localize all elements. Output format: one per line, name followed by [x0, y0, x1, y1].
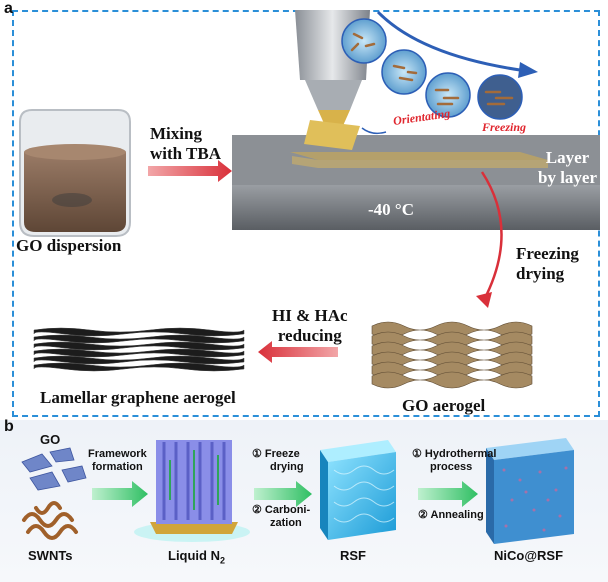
temperature-label: -40 °C [368, 200, 414, 219]
mixing-label: Mixing with TBA [150, 124, 221, 164]
panel-b-label: b [4, 418, 14, 435]
go-label: GO [40, 432, 61, 447]
step1-line2: drying [270, 461, 304, 473]
go-aerogel-label: GO aerogel [402, 396, 486, 415]
orientation-trajectory-arrow [376, 10, 521, 72]
panel-a-label: a [4, 0, 13, 17]
framework-line1: Framework [88, 448, 147, 460]
layer-by-layer-label: Layer by layer [538, 148, 597, 188]
layer-line2: by layer [538, 168, 598, 187]
reducing-label: HI & HAc reducing [272, 306, 348, 346]
lamellar-graphene-aerogel-label: Lamellar graphene aerogel [40, 388, 236, 407]
mixing-arrow [148, 160, 232, 182]
beaker-illustration [19, 109, 131, 237]
nico-rsf-label: NiCo@RSF [494, 548, 564, 563]
liquid-n2-subscript: 2 [220, 555, 226, 566]
freezing-label: Freezing [482, 120, 527, 134]
liquid-n2-block [134, 440, 250, 542]
step2-line1: ② Carboni- [252, 504, 311, 516]
nico-rsf-cube [486, 438, 574, 544]
hydro-line2: process [430, 461, 473, 473]
hydrothermal-annealing-arrow [418, 481, 478, 507]
mixing-label-line1: Mixing [150, 124, 202, 143]
mixing-label-line2: with TBA [150, 144, 222, 163]
go-flakes [21, 447, 87, 491]
step1-line1: ① Freeze [252, 448, 300, 460]
swnt-bundle [22, 501, 78, 540]
rsf-cube [320, 440, 396, 540]
reducing-arrow [258, 341, 338, 363]
reducing-line1: HI & HAc [272, 306, 348, 325]
lamellar-graphene-stack [33, 327, 245, 372]
freezing-drying-label: Freezing drying [516, 244, 579, 284]
go-dispersion-label: GO dispersion [16, 236, 122, 255]
step2-line2: zation [270, 517, 302, 529]
carbonization-label: ② Carboni- zation [252, 504, 310, 530]
liquid-n2-text: Liquid N [168, 548, 220, 563]
freeze-drying-label: ① Freeze drying [252, 448, 304, 474]
rsf-label: RSF [340, 548, 366, 563]
layer-line1: Layer [545, 148, 590, 167]
freezing-plate [232, 135, 600, 230]
freezing-drying-line1: Freezing [516, 244, 579, 263]
framework-formation-label: Framework formation [88, 448, 147, 474]
swnts-label: SWNTs [28, 548, 73, 563]
freezing-drying-arrow [480, 171, 503, 301]
orientation-circles [341, 18, 523, 120]
hydro-line1: ① Hydrothermal [412, 448, 497, 460]
hydrothermal-label: ① Hydrothermal process [412, 448, 496, 474]
framework-line2: formation [91, 461, 143, 473]
freeze-carbonization-arrow [254, 481, 312, 507]
liquid-n2-label: Liquid N2 [168, 548, 225, 566]
go-aerogel-stack [371, 321, 533, 389]
freezing-drying-line2: drying [516, 264, 565, 283]
annealing-label: ② Annealing [418, 509, 484, 521]
reducing-line2: reducing [277, 326, 342, 345]
framework-arrow [92, 481, 148, 507]
